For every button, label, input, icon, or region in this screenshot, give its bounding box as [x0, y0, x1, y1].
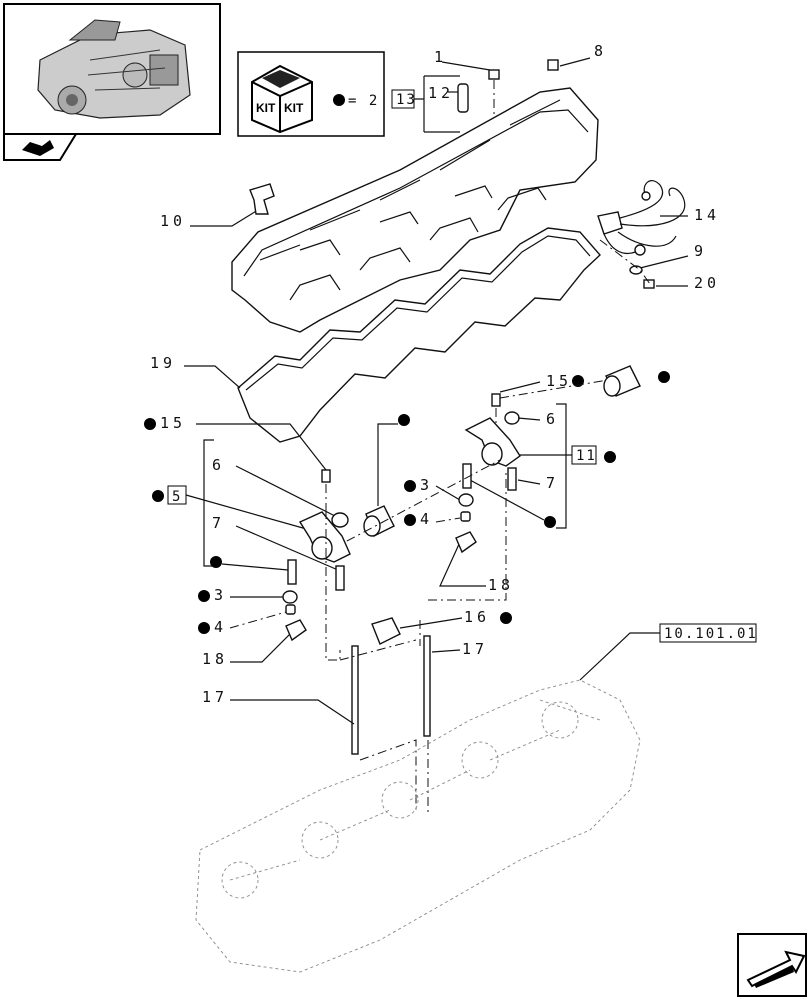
- wire-harness-14: [597, 180, 686, 256]
- callout-4-left: 4: [214, 618, 227, 636]
- callout-17-left: 17: [202, 688, 228, 706]
- kit-equation: = 2: [348, 93, 379, 109]
- gasket-19: [237, 227, 601, 443]
- bullet-dot-icon: [404, 514, 416, 526]
- callout-6-left: 6: [212, 456, 225, 474]
- callout-15-right: 15: [546, 372, 572, 390]
- kit-word-1: KIT: [256, 101, 276, 115]
- bullet-dot-icon: [198, 622, 210, 634]
- engine-thumbnail[interactable]: [3, 3, 221, 161]
- bushing-mid: [363, 505, 395, 537]
- rocker-arm-left: [298, 511, 351, 563]
- callout-10: 10: [160, 212, 186, 230]
- callout-3-mid: 3: [420, 476, 433, 494]
- ref-11[interactable]: 11: [576, 448, 597, 464]
- bracket-13: 13 12: [391, 75, 460, 133]
- callout-12: 12: [428, 84, 454, 102]
- bolt-8: [547, 59, 559, 71]
- callout-7-left: 7: [212, 514, 225, 532]
- callout-1: 1: [434, 48, 447, 66]
- next-page-arrow-icon: [746, 950, 806, 988]
- ref-5[interactable]: 5: [172, 489, 182, 505]
- bullet-dot-icon: [210, 556, 222, 568]
- callout-3-left: 3: [214, 586, 227, 604]
- kit-word-2: KIT: [284, 101, 304, 115]
- bullet-dot-icon: [144, 418, 156, 430]
- kit-box-icon: KIT KIT: [251, 64, 313, 134]
- callout-4-mid: 4: [420, 510, 433, 528]
- bullet-dot-icon: [500, 612, 512, 624]
- ref-13[interactable]: 13: [396, 92, 417, 108]
- callout-8: 8: [594, 42, 607, 60]
- bullet-dot-icon: [398, 414, 410, 426]
- part-10: [249, 183, 275, 215]
- bullet-dot-icon: [198, 590, 210, 602]
- book-nav-icon[interactable]: [22, 140, 54, 156]
- bullet-dot-icon: [658, 371, 670, 383]
- cylinder-head-ghost: [195, 679, 641, 973]
- screw-7-right: [507, 467, 517, 491]
- engine-thumbnail-icon: [37, 19, 191, 119]
- bullet-dot-icon: [404, 480, 416, 492]
- callout-19: 19: [150, 354, 176, 372]
- bolt-20: [643, 279, 655, 289]
- ring-4-mid: [460, 511, 471, 522]
- cap-6-left: [331, 512, 349, 528]
- bolt-15-left: [321, 469, 331, 483]
- bullet-dot-icon: [604, 451, 616, 463]
- screw-right: [462, 463, 472, 489]
- ring-4-left: [285, 604, 296, 615]
- kit-legend-box: KIT KIT = 2: [237, 51, 385, 137]
- callout-9: 9: [694, 242, 707, 260]
- screw-7-left: [335, 565, 345, 591]
- rocker-cover: [231, 87, 599, 333]
- clip-18-right: [455, 531, 477, 554]
- next-page-button[interactable]: [737, 933, 807, 997]
- bullet-dot-icon: [152, 490, 164, 502]
- bridge-16: [371, 617, 401, 645]
- bullet-dot-icon: [333, 94, 345, 106]
- cap-3-mid: [458, 493, 474, 507]
- callout-18-right: 18: [488, 576, 514, 594]
- callout-16: 16: [464, 608, 490, 626]
- dowel-12: [457, 83, 469, 113]
- clip-18-left: [285, 619, 307, 642]
- callout-20: 20: [694, 274, 720, 292]
- bolt-15-right: [491, 393, 501, 407]
- pushrods-17: [351, 635, 431, 755]
- callout-15-left: 15: [160, 414, 186, 432]
- callout-18-left: 18: [202, 650, 228, 668]
- washer-9: [629, 265, 643, 275]
- rocker-arm-right: [464, 411, 521, 467]
- callout-14: 14: [694, 206, 720, 224]
- callout-17-right: 17: [462, 640, 488, 658]
- bushing-top: [603, 365, 641, 397]
- callout-7-right: 7: [546, 474, 559, 492]
- cap-3-left: [282, 590, 298, 604]
- ref-10-101-01[interactable]: 10.101.01: [664, 626, 758, 642]
- screw-left: [287, 559, 297, 585]
- bolt-1: [488, 69, 500, 125]
- callout-6-right: 6: [546, 410, 559, 428]
- bullet-dot-icon: [544, 516, 556, 528]
